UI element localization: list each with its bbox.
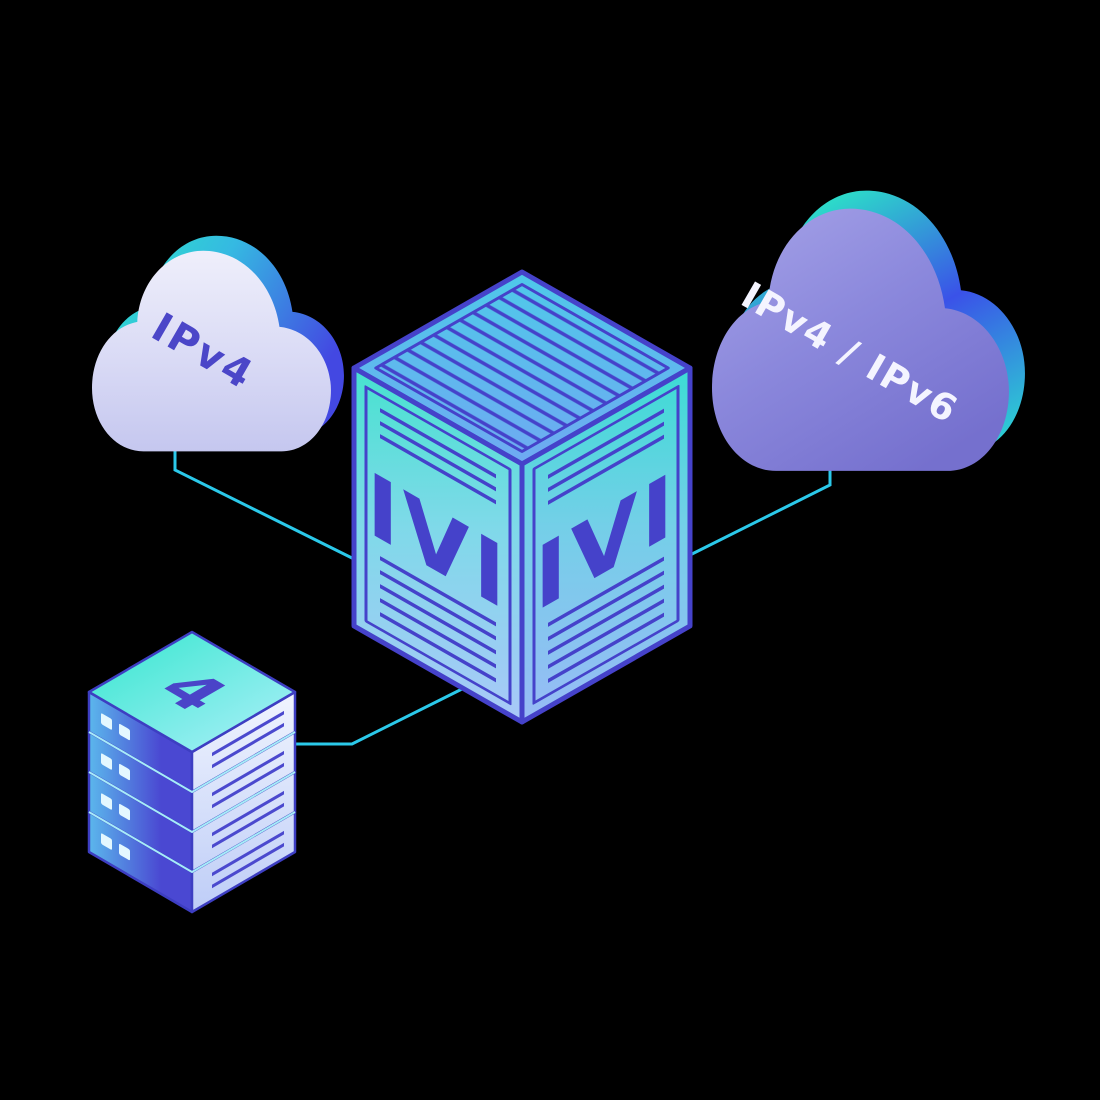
cube-right-inner-border <box>532 384 680 705</box>
server-unit-buttons <box>101 713 130 861</box>
cube-left-bottom-stripes <box>380 556 496 683</box>
dual-stack-cloud: IPv4 / IPv6 <box>712 190 1025 471</box>
cube-left-inner-border <box>364 385 512 706</box>
server-unit-vent-slots <box>212 710 284 889</box>
ivi-translator-cube: IVI IVI <box>351 269 693 725</box>
ipv4-cloud: IPv4 <box>92 235 344 452</box>
cube-top-hatch-panel <box>374 283 670 453</box>
server-unit-edge-highlights <box>88 731 296 873</box>
cube-right-bottom-stripes <box>548 556 664 683</box>
cube-right-face <box>519 365 693 725</box>
cube-left-top-stripes <box>380 408 496 505</box>
server-stack-top-face <box>87 630 297 754</box>
server-stack: 4 <box>87 630 297 914</box>
cube-right-top-stripes <box>548 408 664 505</box>
